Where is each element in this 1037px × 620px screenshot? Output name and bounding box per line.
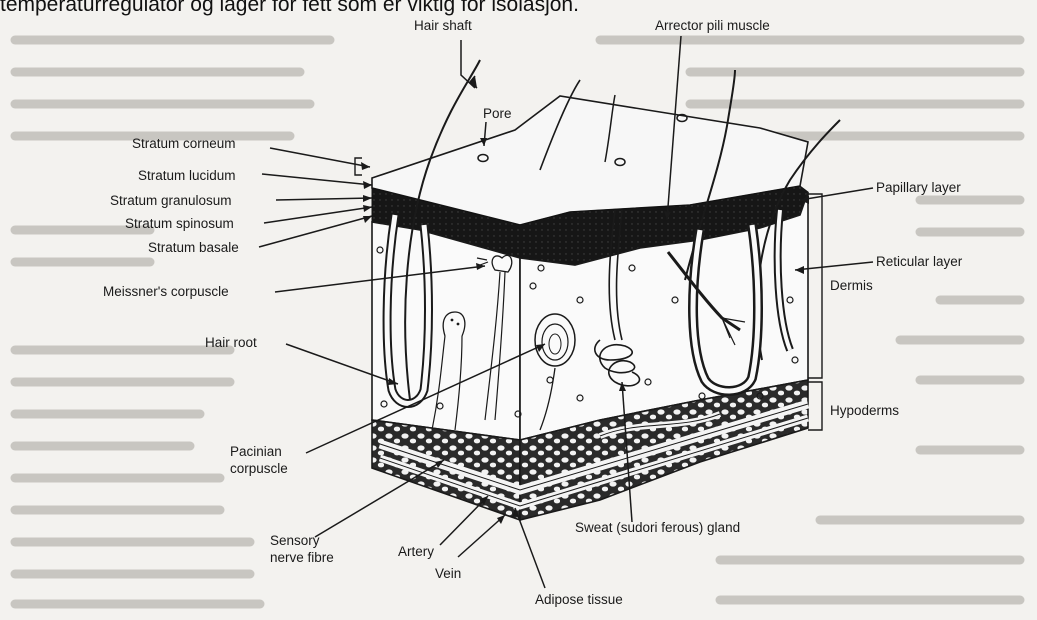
label-reticular-layer: Reticular layer <box>876 254 963 269</box>
label-papillary-layer: Papillary layer <box>876 180 961 195</box>
label-stratum-lucidum: Stratum lucidum <box>138 168 236 183</box>
label-stratum-basale: Stratum basale <box>148 240 239 255</box>
label-stratum-granulosum: Stratum granulosum <box>110 193 232 208</box>
label-vein: Vein <box>435 566 461 581</box>
label-stratum-spinosum: Stratum spinosum <box>125 216 234 231</box>
label-artery: Artery <box>398 544 434 559</box>
label-hair-root: Hair root <box>205 335 257 350</box>
label-dermis: Dermis <box>830 278 873 293</box>
label-arrector-pili-muscle: Arrector pili muscle <box>655 18 770 33</box>
label-hair-shaft: Hair shaft <box>414 18 472 33</box>
label-hypodermis: Hypoderms <box>830 403 899 418</box>
label-pore: Pore <box>483 106 512 121</box>
skin-block <box>372 60 840 520</box>
label-stratum-corneum: Stratum corneum <box>132 136 236 151</box>
caption-text: temperaturregulator og lager for fett so… <box>0 0 579 16</box>
label-pacinian-corpuscle-2: corpuscle <box>230 461 288 476</box>
label-adipose-tissue: Adipose tissue <box>535 592 623 607</box>
label-sensory-nerve-fibre-1: Sensory <box>270 533 320 548</box>
label-sensory-nerve-fibre-2: nerve fibre <box>270 550 334 565</box>
label-pacinian-corpuscle-1: Pacinian <box>230 444 282 459</box>
label-sweat-gland: Sweat (sudori ferous) gland <box>575 520 740 535</box>
label-meissners-corpuscle: Meissner's corpuscle <box>103 284 229 299</box>
